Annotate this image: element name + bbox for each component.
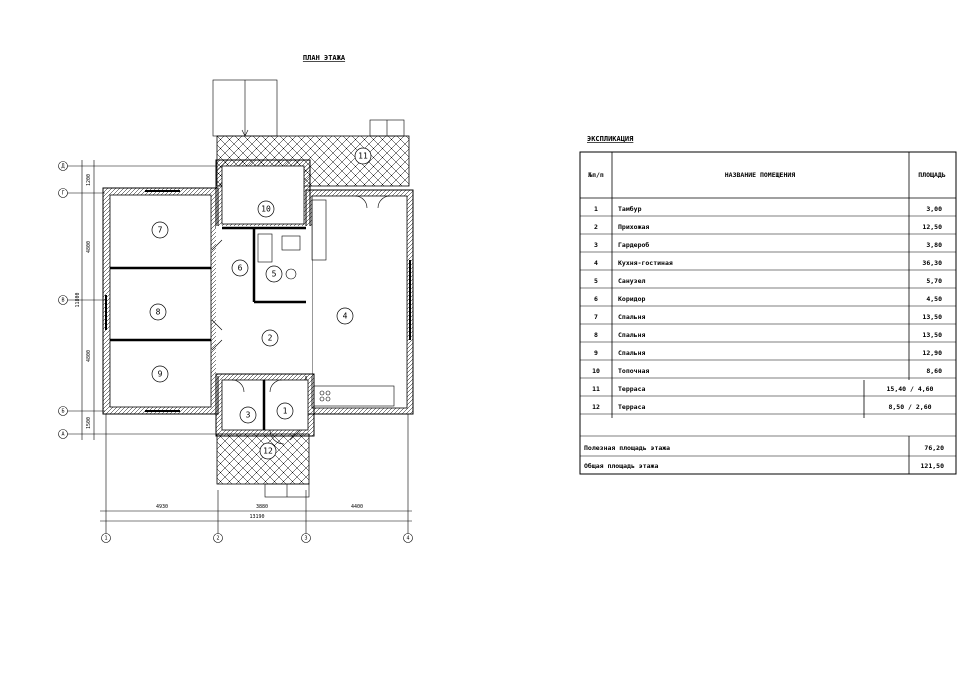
row-3-area: 3,80 xyxy=(926,241,942,249)
svg-text:В: В xyxy=(61,298,64,304)
row-11-num: 11 xyxy=(592,385,600,393)
dim-total-h: 13190 xyxy=(249,514,264,520)
row-5-area: 5,70 xyxy=(926,277,942,285)
row-10-area: 8,60 xyxy=(926,367,942,375)
row-5-num: 5 xyxy=(594,277,598,285)
axis-markers: 1 2 3 4 Д Г В Б А xyxy=(58,161,413,543)
row-1-num: 1 xyxy=(594,205,598,213)
room-label-10: 10 xyxy=(257,200,275,218)
svg-text:Г: Г xyxy=(61,191,64,197)
svg-text:3: 3 xyxy=(246,411,251,420)
row-4-name: Кухня-гостиная xyxy=(618,259,673,267)
dim-v3: 4800 xyxy=(86,350,92,362)
col-header-name: НАЗВАНИЕ ПОМЕЩЕНИЯ xyxy=(725,171,796,179)
outer-walls xyxy=(102,159,414,437)
room-label-3: 3 xyxy=(239,406,257,424)
row-9-area: 12,90 xyxy=(922,349,942,357)
row-2-num: 2 xyxy=(594,223,598,231)
row-12-name: Терраса xyxy=(618,403,645,411)
row-6-num: 6 xyxy=(594,295,598,303)
room-label-11: 11 xyxy=(354,147,372,165)
svg-text:1: 1 xyxy=(283,407,288,416)
total-1-area: 76,20 xyxy=(924,444,944,452)
row-2-area: 12,50 xyxy=(922,223,942,231)
svg-text:12: 12 xyxy=(263,447,273,456)
svg-text:1: 1 xyxy=(104,536,107,542)
row-11-name: Терраса xyxy=(618,385,645,393)
room-label-1: 1 xyxy=(276,402,294,420)
svg-text:11: 11 xyxy=(358,152,368,161)
row-7-num: 7 xyxy=(594,313,598,321)
explication-title: ЭКСПЛИКАЦИЯ xyxy=(587,135,633,143)
terrace-12 xyxy=(216,433,310,498)
row-3-name: Гардероб xyxy=(618,241,649,249)
row-8-area: 13,50 xyxy=(922,331,942,339)
svg-text:10: 10 xyxy=(261,205,271,214)
row-1-name: Тамбур xyxy=(618,205,642,213)
row-3-num: 3 xyxy=(594,241,598,249)
svg-text:4: 4 xyxy=(406,536,409,542)
room-label-4: 4 xyxy=(336,307,354,325)
dim-v1: 1200 xyxy=(86,174,92,186)
row-10-num: 10 xyxy=(592,367,600,375)
svg-text:4: 4 xyxy=(343,312,348,321)
room-label-8: 8 xyxy=(149,303,167,321)
row-7-name: Спальня xyxy=(618,313,645,321)
total-1-name: Полезная площадь этажа xyxy=(584,444,670,452)
svg-text:2: 2 xyxy=(268,334,273,343)
row-12-area: 8,50 / 2,60 xyxy=(888,403,931,411)
plan-title: ПЛАН ЭТАЖА xyxy=(303,54,346,62)
room-label-7: 7 xyxy=(151,221,169,239)
row-8-name: Спальня xyxy=(618,331,645,339)
room-label-12: 12 xyxy=(259,442,277,460)
row-11-area: 15,40 / 4,60 xyxy=(887,385,934,393)
row-6-name: Коридор xyxy=(618,295,645,303)
col-header-area: ПЛОЩАДЬ xyxy=(918,171,945,179)
room-label-6: 6 xyxy=(231,259,249,277)
svg-text:3: 3 xyxy=(304,536,307,542)
horizontal-dimensions: 4930 3880 4400 13190 xyxy=(100,414,412,535)
total-2-name: Общая площадь этажа xyxy=(584,462,658,470)
col-header-num: №п/п xyxy=(587,171,604,179)
dim-v-total: 11800 xyxy=(75,292,81,307)
dim-3-4: 4400 xyxy=(351,504,363,510)
row-9-num: 9 xyxy=(594,349,598,357)
partitions xyxy=(105,190,411,445)
room-label-2: 2 xyxy=(261,329,279,347)
room-label-9: 9 xyxy=(151,365,169,383)
dim-v4: 1500 xyxy=(86,417,92,429)
room-label-5: 5 xyxy=(265,265,283,283)
row-2-name: Прихожая xyxy=(618,223,649,231)
row-8-num: 8 xyxy=(594,331,598,339)
total-2-area: 121,50 xyxy=(921,462,945,470)
dim-v2: 4800 xyxy=(86,241,92,253)
room-labels: 1 2 3 4 5 6 7 8 9 10 11 12 xyxy=(149,147,372,460)
svg-text:9: 9 xyxy=(158,370,163,379)
dim-1-2: 4930 xyxy=(156,504,168,510)
svg-text:7: 7 xyxy=(158,226,163,235)
row-10-name: Топочная xyxy=(618,367,649,375)
row-7-area: 13,50 xyxy=(922,313,942,321)
row-4-area: 36,30 xyxy=(922,259,942,267)
svg-text:5: 5 xyxy=(272,270,277,279)
row-9-name: Спальня xyxy=(618,349,645,357)
svg-text:6: 6 xyxy=(238,264,243,273)
row-4-num: 4 xyxy=(594,259,598,267)
svg-text:8: 8 xyxy=(156,308,161,317)
explication-table: №п/п НАЗВАНИЕ ПОМЕЩЕНИЯ ПЛОЩАДЬ 1 Тамбур 3… xyxy=(579,151,957,475)
svg-text:Б: Б xyxy=(61,409,64,415)
row-5-name: Санузел xyxy=(618,277,645,285)
svg-text:Д: Д xyxy=(61,164,64,170)
svg-text:А: А xyxy=(61,432,64,438)
row-12-num: 12 xyxy=(592,403,600,411)
row-1-area: 3,00 xyxy=(926,205,942,213)
north-entrance xyxy=(212,79,278,137)
dim-2-3: 3880 xyxy=(256,504,268,510)
row-6-area: 4,50 xyxy=(926,295,942,303)
vertical-dimensions: 1200 4800 4800 1500 11800 xyxy=(66,160,216,440)
svg-text:2: 2 xyxy=(216,536,219,542)
